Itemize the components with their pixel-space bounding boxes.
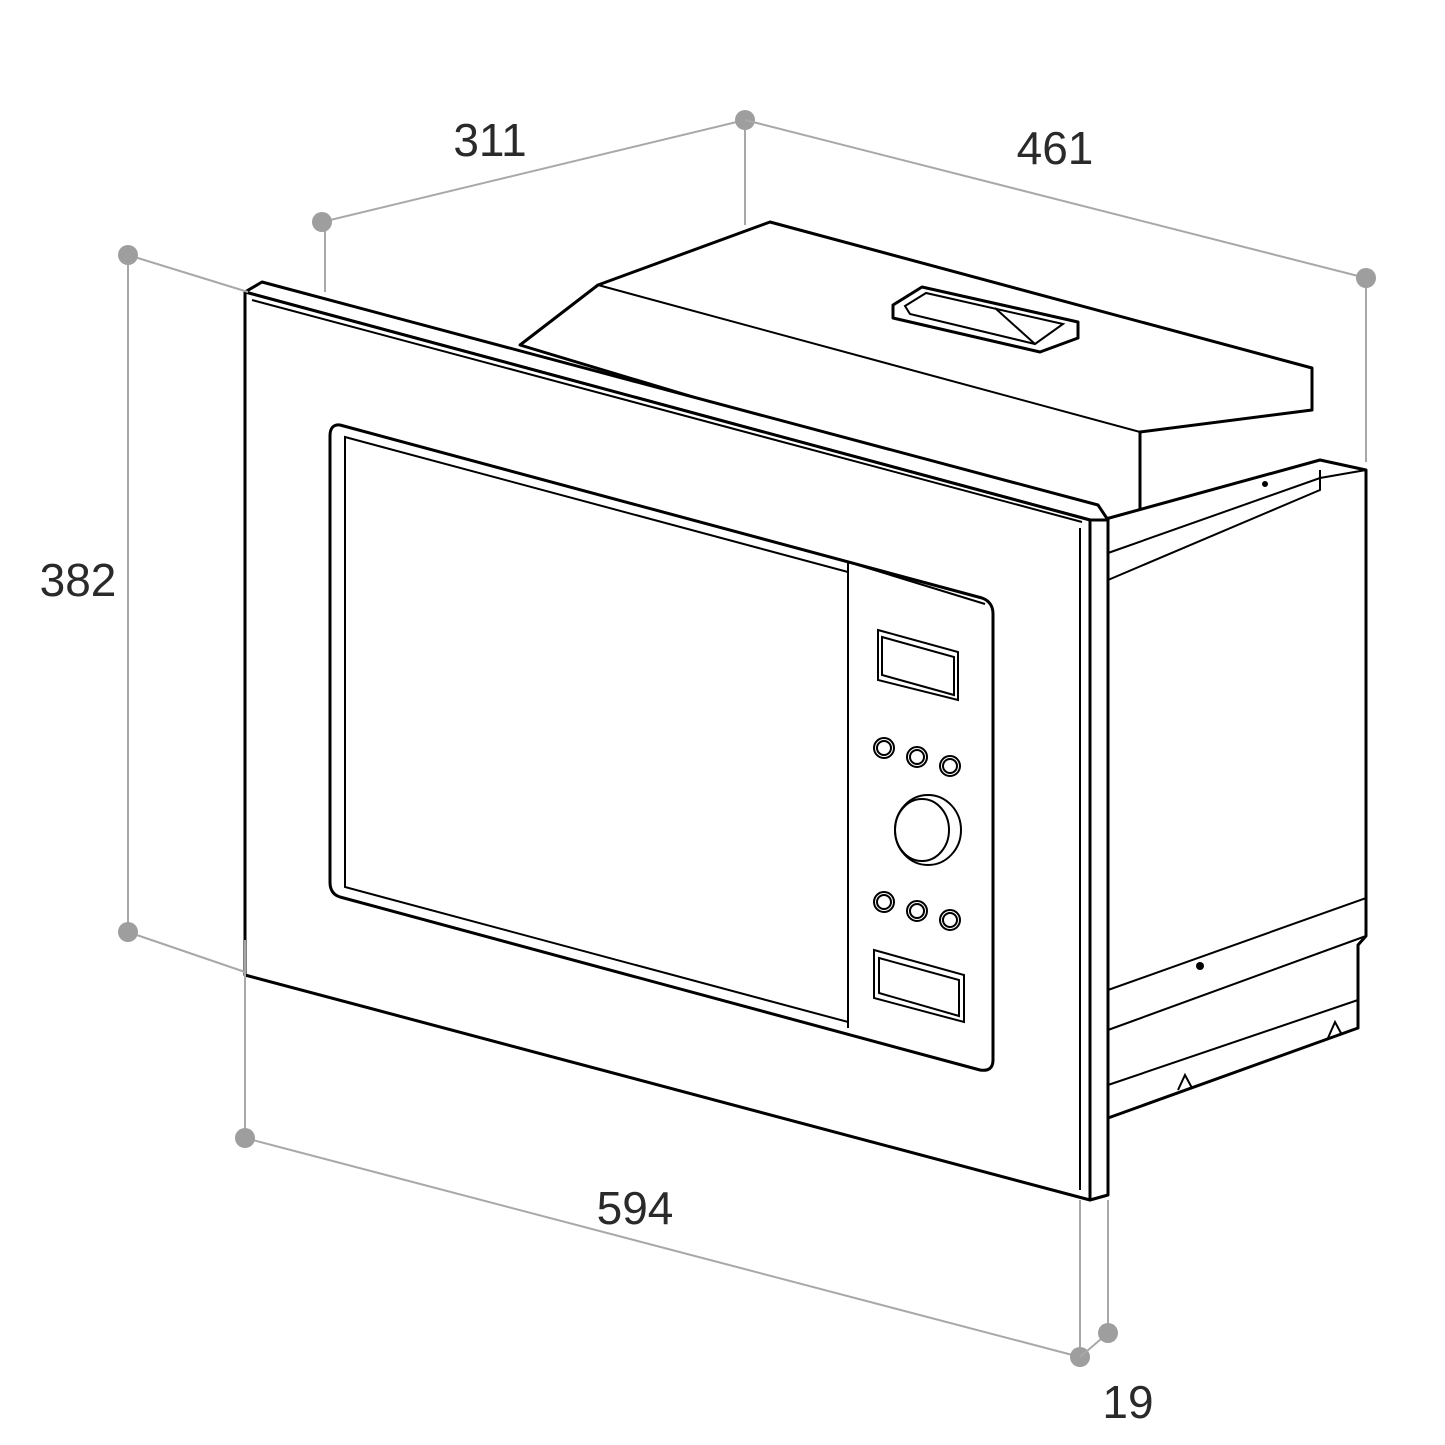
oven-body	[518, 220, 1368, 1147]
side-box-lower-band	[1107, 896, 1367, 1031]
frame-face-bevel	[251, 299, 1083, 523]
control-panel	[873, 628, 965, 1024]
foot-icon	[1177, 1072, 1193, 1091]
dim-line-front-width	[244, 1137, 1081, 1358]
display-bottom-inner	[878, 956, 960, 1018]
button-top-1-ring	[876, 740, 892, 756]
control-knob-face	[894, 798, 950, 862]
label-top-width: 461	[1017, 122, 1094, 174]
button-bottom-3[interactable]	[939, 909, 961, 931]
dim-dot	[312, 212, 332, 232]
door-panel-top	[857, 564, 986, 605]
label-top-depth: 311	[453, 114, 526, 166]
side-box-bottom-edge	[1107, 999, 1359, 1086]
door-outline	[328, 423, 995, 1072]
top-vent	[891, 285, 1080, 354]
frame-right-edge	[1088, 518, 1110, 1202]
dim-line-top-depth	[321, 119, 746, 223]
display-bottom	[873, 948, 965, 1024]
display-top-inner	[881, 635, 955, 697]
button-bottom-2[interactable]	[906, 900, 928, 922]
dim-dot	[1098, 1323, 1118, 1343]
button-top-3-ring	[942, 758, 958, 774]
button-top-1[interactable]	[873, 737, 895, 759]
dim-dot	[118, 922, 138, 942]
display-top	[877, 628, 959, 702]
dim-ext-height-top	[127, 254, 249, 293]
label-front-width: 594	[597, 1182, 674, 1234]
dim-dot	[118, 245, 138, 265]
side-screw-icon	[1196, 962, 1204, 970]
button-top-2[interactable]	[906, 746, 928, 768]
dim-dot	[1356, 268, 1376, 288]
button-top-2-ring	[909, 749, 925, 765]
side-screw-icon	[1262, 481, 1268, 487]
dim-ext-height-bottom	[127, 931, 246, 973]
dimension-labels: 311 461 382 594 19	[40, 114, 1154, 1428]
label-height: 382	[40, 554, 117, 606]
button-bottom-3-ring	[942, 912, 958, 928]
dim-line-top-width	[744, 119, 1367, 279]
button-bottom-1[interactable]	[873, 891, 895, 913]
label-frame-depth: 19	[1102, 1376, 1153, 1428]
button-top-3[interactable]	[939, 755, 961, 777]
dimension-lines	[118, 110, 1376, 1367]
dim-dot	[235, 1128, 255, 1148]
foot-icon	[1327, 1019, 1343, 1039]
door	[328, 423, 995, 1072]
button-bottom-2-ring	[909, 903, 925, 919]
button-bottom-1-ring	[876, 894, 892, 910]
